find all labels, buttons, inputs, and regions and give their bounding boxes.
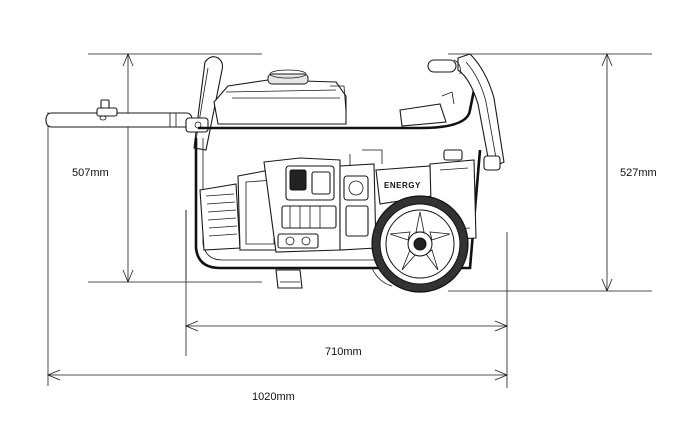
dimension-label-527: 527mm: [620, 167, 657, 179]
dimension-label-507: 507mm: [72, 167, 109, 179]
arrow-down-527: [601, 278, 613, 293]
front-lift-arm: [399, 53, 505, 171]
fuel-tank: [213, 69, 347, 125]
dimension-527-group: 527mm: [448, 52, 657, 293]
arrow-down-507: [122, 269, 134, 284]
engine-block: [199, 149, 383, 253]
generator-illustration: ENERGY: [45, 53, 505, 293]
dimension-label-710: 710mm: [325, 346, 362, 358]
arrow-left-1020: [46, 369, 61, 381]
dimension-507-group: 507mm: [72, 52, 262, 284]
arrow-left-710: [184, 320, 199, 332]
base-foot: [275, 267, 393, 289]
dimension-label-1020: 1020mm: [252, 391, 295, 403]
arrow-up-527: [601, 52, 613, 67]
arrow-right-1020: [494, 369, 509, 381]
wheel: [371, 195, 469, 293]
arrow-right-710: [494, 320, 509, 332]
pull-handle: [45, 99, 193, 128]
fuel-cap-icon: [267, 73, 309, 85]
arrow-up-507: [122, 52, 134, 67]
dimension-1020-group: 1020mm: [46, 112, 509, 403]
brand-logo-text: ENERGY: [384, 181, 421, 190]
